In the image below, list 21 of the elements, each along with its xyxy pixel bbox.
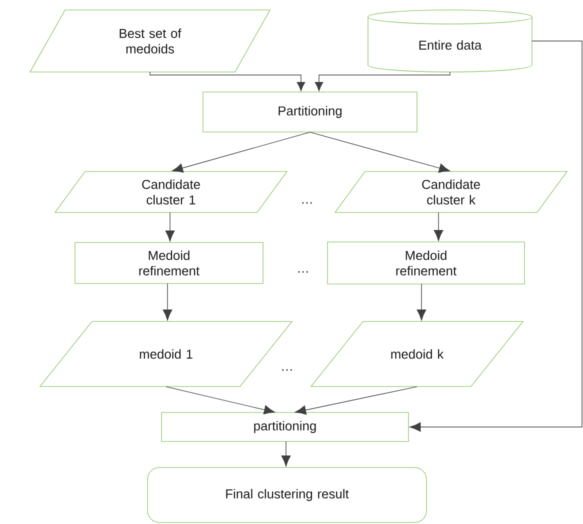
process-box: Medoid refinement: [327, 242, 525, 284]
arrow: [150, 72, 306, 92]
ellipsis: …: [302, 202, 312, 204]
ellipsis: …: [298, 271, 308, 273]
arrow: [172, 132, 310, 173]
ellipsis: …: [282, 369, 292, 371]
arrow: [294, 386, 418, 415]
arrow: [162, 283, 172, 321]
arrow: [165, 212, 175, 242]
arrow: [416, 284, 426, 321]
process-box: Medoid refinement: [74, 242, 264, 284]
database-cylinder: Entire data: [368, 10, 532, 72]
process-box: Partitioning: [202, 92, 418, 132]
arrow: [434, 212, 444, 242]
arrow: [310, 132, 450, 173]
arrow: [314, 72, 450, 92]
terminal-box: Final clustering result: [147, 467, 427, 523]
process-box: partitioning: [161, 412, 409, 442]
arrow: [281, 441, 291, 467]
arrow: [410, 40, 582, 432]
arrow: [166, 386, 276, 414]
